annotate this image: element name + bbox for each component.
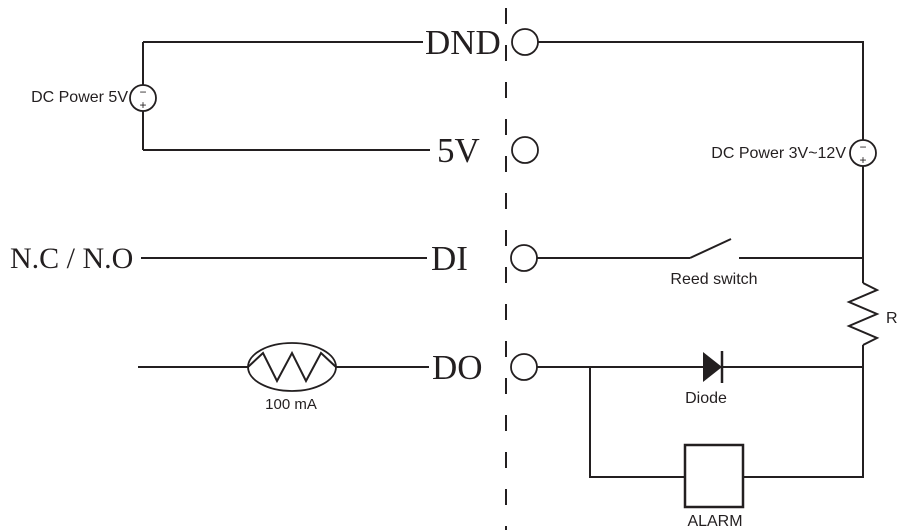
reed-switch-icon [537,238,863,259]
terminal-circle-dnd [511,28,539,56]
resistor-label: R [886,310,898,327]
terminal-label-dnd: DND [425,23,501,62]
terminal-label-di: DI [431,239,468,278]
dc-power-3v12v-label: DC Power 3V~12V [711,145,846,162]
diode-icon [703,351,724,383]
battery-plus-symbol: + [139,98,146,112]
dc-power-3v12v-source: − + [849,139,877,167]
terminal-label-do: DO [432,348,483,387]
alarm-box-icon [683,443,745,509]
reed-switch-label: Reed switch [670,271,757,288]
diode-label: Diode [685,390,727,407]
terminal-circle-do [510,353,538,381]
battery-minus-symbol: − [139,85,146,99]
fuse-rating-label: 100 mA [265,396,317,413]
dc-power-5v-source: − + [129,42,157,150]
resistor-icon [846,282,880,346]
dc-power-5v-label: DC Power 5V [31,89,128,106]
battery-circle-icon [129,84,157,112]
terminal-label-5v: 5V [437,131,480,170]
terminal-circle-di [510,244,538,272]
nc-no-label: N.C / N.O [10,242,133,275]
alarm-label: ALARM [687,513,742,530]
battery-plus-symbol: + [859,153,866,167]
wire-right-rail-lower [743,345,864,478]
wire-dnd-right [538,41,864,140]
terminal-circle-5v [511,136,539,164]
wire-alarm-branch [589,367,685,478]
battery-minus-symbol: − [859,140,866,154]
fuse-100ma-icon [247,342,337,392]
